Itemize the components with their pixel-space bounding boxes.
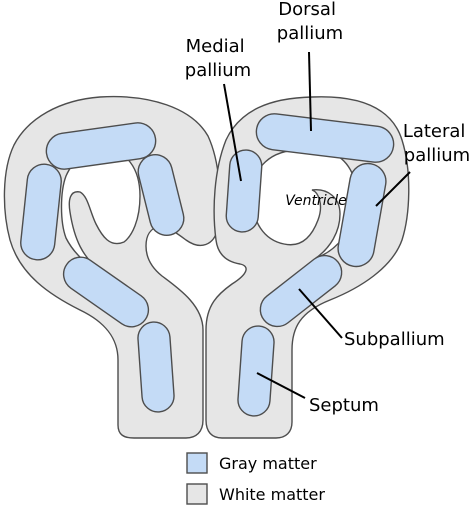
leader-line-medial [223, 83, 242, 182]
gray-matter-right-septum [237, 325, 275, 417]
leader-line-subpallium [298, 288, 343, 339]
gray-matter-left-subpallium [62, 256, 150, 328]
label-septum: Septum [309, 395, 379, 416]
legend-swatch-white-matter [186, 483, 208, 505]
gray-matter-left-septum [137, 321, 175, 413]
legend-swatch-gray-matter [186, 452, 208, 474]
leader-line-lateral [375, 171, 411, 207]
label-subpallium: Subpallium [344, 329, 445, 350]
gray-matter-left-dorsal [45, 122, 157, 170]
gray-matter-right-dorsal [255, 113, 395, 163]
gray-matter-right-lateral [337, 162, 387, 268]
gray-matter-right-medial [225, 149, 263, 233]
gray-matter-left-lateral [20, 163, 62, 261]
label-medial-pallium: Medial pallium [185, 36, 251, 81]
legend-label-gray-matter: Gray matter [219, 454, 317, 473]
label-dorsal-pallium: Dorsal pallium [277, 0, 343, 44]
leader-line-septum [256, 372, 306, 399]
leader-line-dorsal [308, 51, 312, 132]
legend: Gray matter White matter [186, 452, 325, 505]
legend-label-white-matter: White matter [219, 485, 325, 504]
label-ventricle: Ventricle [285, 193, 347, 209]
gray-matter-left-medial [137, 154, 185, 236]
label-lateral-pallium: Lateral pallium [403, 121, 471, 166]
